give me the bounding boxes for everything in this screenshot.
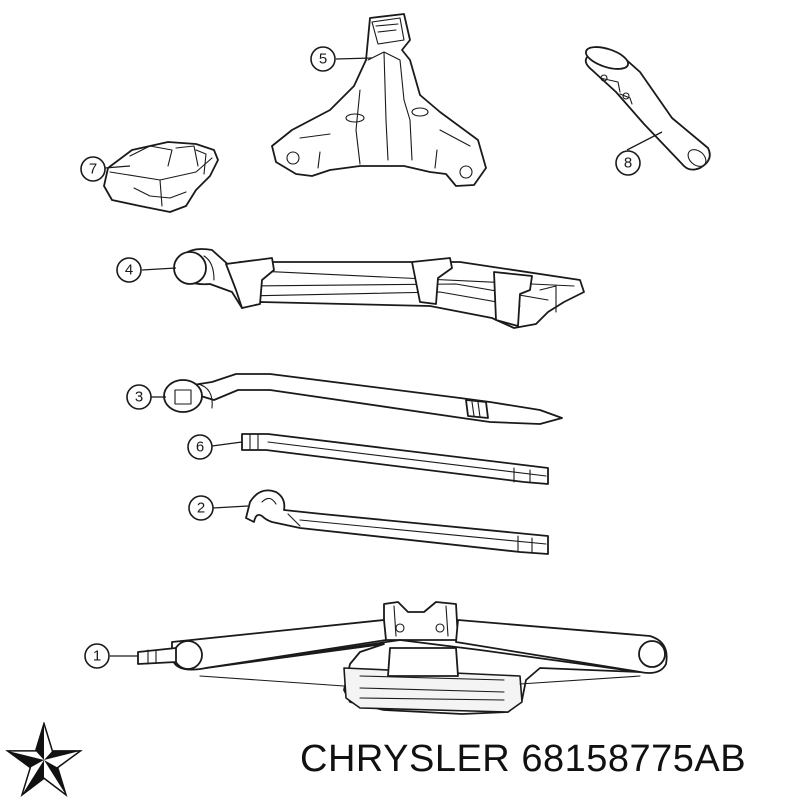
part-6-handle-extension xyxy=(241,433,549,485)
callout-1: 1 xyxy=(84,643,110,669)
callout-2-label: 2 xyxy=(197,500,205,517)
part-8-funnel-tube xyxy=(584,46,711,171)
part-3-lug-wrench xyxy=(163,373,563,425)
callout-7-label: 7 xyxy=(89,161,97,178)
part-number: 68158775AB xyxy=(521,738,747,780)
brand-part-number-caption: CHRYSLER 68158775AB xyxy=(300,738,792,781)
callout-4-label: 4 xyxy=(125,262,133,279)
callout-7: 7 xyxy=(80,156,106,182)
callout-3-label: 3 xyxy=(135,389,143,406)
part-2-hook-extension xyxy=(245,489,549,555)
callout-leaders xyxy=(104,57,663,657)
callout-5: 5 xyxy=(310,46,336,72)
callout-8: 8 xyxy=(615,150,641,176)
callout-6-label: 6 xyxy=(196,439,204,456)
callout-6: 6 xyxy=(187,434,213,460)
part-4-storage-assembly xyxy=(173,248,585,329)
callout-3: 3 xyxy=(126,384,152,410)
part-1-scissor-jack xyxy=(137,601,668,715)
callout-2: 2 xyxy=(188,495,214,521)
part-7-retainer-block xyxy=(103,141,219,213)
brand-name: CHRYSLER xyxy=(300,738,511,780)
callout-4: 4 xyxy=(116,257,142,283)
callout-1-label: 1 xyxy=(93,648,101,665)
chrysler-pentastar-icon xyxy=(5,722,83,797)
part-5-mounting-bracket xyxy=(271,13,487,187)
callout-5-label: 5 xyxy=(319,51,327,68)
callout-8-label: 8 xyxy=(624,155,632,172)
